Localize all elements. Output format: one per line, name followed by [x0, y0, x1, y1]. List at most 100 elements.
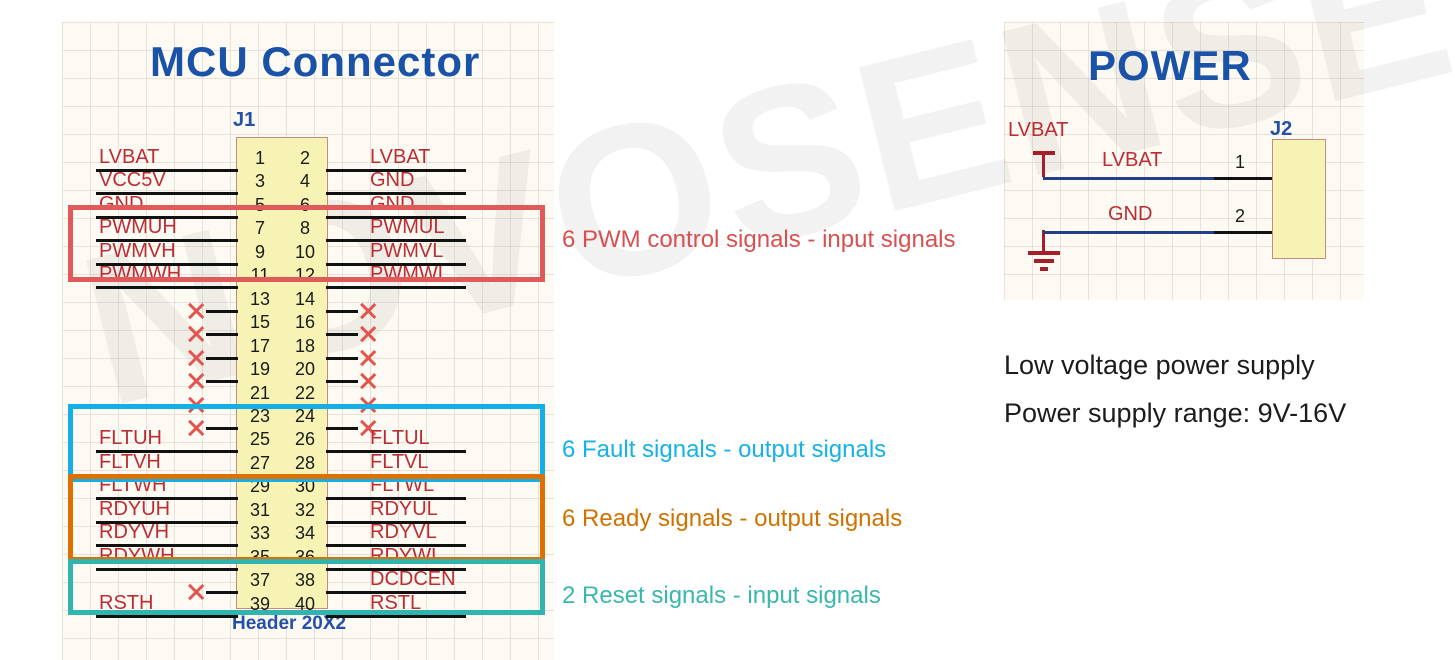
wire-right-34 [326, 544, 466, 548]
pin-number-13: 13 [249, 288, 271, 309]
pin-number-8: 8 [299, 218, 310, 239]
wire-nc-left-13 [206, 309, 238, 313]
pin-number-27: 27 [249, 452, 271, 473]
net-label-rdyul-32: RDYUL [370, 497, 438, 520]
wire-right-10 [326, 262, 466, 266]
wire-left-5 [96, 215, 238, 219]
wire-right-38 [326, 591, 466, 595]
pin-number-6: 6 [299, 194, 310, 215]
note-low-voltage: Low voltage power supply [1004, 350, 1315, 380]
net-label-rdyuh: RDYUH [99, 497, 171, 520]
wire-left-3 [96, 192, 238, 196]
wire-left-39 [96, 614, 238, 618]
net-label-rsth: RSTH [99, 591, 154, 614]
pin-number-10: 10 [294, 241, 316, 262]
pin-number-24: 24 [294, 405, 316, 426]
net-label-rstl-40: RSTL [370, 591, 422, 614]
wire-lvbat-pin [1214, 177, 1272, 180]
no-connect-icon-right-14 [358, 301, 378, 321]
mcu-connector-title: MCU Connector [150, 38, 481, 85]
pin-number-14: 14 [294, 288, 316, 309]
no-connect-icon-right-20 [358, 371, 378, 391]
part-name-j1: Header 20X2 [232, 613, 347, 634]
net-label-rdyvh: RDYVH [99, 521, 170, 544]
net-label-vcc5v: VCC5V [99, 169, 166, 192]
annotation-ready: 6 Ready signals - output signals [562, 505, 903, 532]
pin-number-9: 9 [254, 241, 265, 262]
pin-number-22: 22 [294, 382, 316, 403]
annotation-pwm: 6 PWM control signals - input signals [562, 226, 956, 253]
connector-body-j2 [1272, 139, 1326, 259]
pin-number-28: 28 [294, 452, 316, 473]
no-connect-icon-right-16 [358, 324, 378, 344]
pin-number-38: 38 [294, 570, 316, 591]
pin-number-23: 23 [249, 405, 271, 426]
annotation-fault: 6 Fault signals - output signals [562, 436, 887, 463]
wire-nc-right-20 [326, 380, 358, 384]
wire-right-6 [326, 215, 466, 219]
note-supply-range: Power supply range: 9V-16V [1004, 398, 1347, 428]
wire-right-32 [326, 520, 466, 524]
no-connect-icon-left-17 [186, 348, 206, 368]
highlight-box-ready [68, 474, 545, 562]
pin-number-j2-2: 2 [1234, 206, 1245, 226]
highlight-box-pwm [68, 205, 545, 282]
net-label-pwmuh: PWMUH [99, 216, 177, 239]
wire-right-12 [326, 286, 466, 290]
wire-right-26 [326, 450, 466, 454]
lvbat-port-label: LVBAT [1008, 119, 1069, 141]
wire-nc-left-23 [206, 426, 238, 430]
pin-number-4: 4 [299, 171, 310, 192]
lvbat-power-port-icon [1033, 145, 1055, 179]
wire-left-25 [96, 450, 238, 454]
no-connect-icon-right-18 [358, 348, 378, 368]
net-label-lvbat-2: LVBAT [370, 146, 431, 168]
wire-right-4 [326, 192, 466, 196]
refdes-j2: J2 [1270, 118, 1293, 140]
pin-number-19: 19 [249, 359, 271, 380]
net-label-gnd: GND [1108, 203, 1153, 225]
wire-nc-right-24 [326, 426, 358, 430]
pin-number-3: 3 [254, 171, 265, 192]
pin-number-18: 18 [294, 335, 316, 356]
no-connect-icon-left-13 [186, 301, 206, 321]
wire-left-11 [96, 286, 238, 290]
wire-left-33 [96, 544, 238, 548]
wire-nc-right-14 [326, 309, 358, 313]
highlight-box-fault [68, 404, 545, 482]
net-label-lvbat: LVBAT [1102, 149, 1163, 171]
pin-number-21: 21 [249, 382, 271, 403]
wire-left-31 [96, 520, 238, 524]
pin-number-j2-1: 1 [1234, 152, 1245, 172]
wire-nc-left-19 [206, 380, 238, 384]
wire-right-40 [326, 614, 466, 618]
pin-number-20: 20 [294, 359, 316, 380]
pin-number-32: 32 [294, 499, 316, 520]
wire-nc-left-15 [206, 333, 238, 337]
pin-number-33: 33 [249, 523, 271, 544]
pin-number-34: 34 [294, 523, 316, 544]
pin-number-25: 25 [249, 429, 271, 450]
net-label-fltuh: FLTUH [99, 427, 162, 450]
net-label-pwmvl-10: PWMVL [370, 239, 444, 262]
net-label-fltul-26: FLTUL [370, 427, 430, 450]
pin-number-17: 17 [249, 335, 271, 356]
pin-number-37: 37 [249, 570, 271, 591]
wire-left-35 [96, 567, 238, 571]
net-label-pwmul-8: PWMUL [370, 216, 445, 239]
no-connect-icon-left-15 [186, 324, 206, 344]
pin-number-5: 5 [254, 194, 265, 215]
pin-number-39: 39 [249, 593, 271, 614]
pin-number-31: 31 [249, 499, 271, 520]
wire-right-36 [326, 567, 466, 571]
wire-right-8 [326, 239, 466, 243]
wire-right-30 [326, 497, 466, 501]
pin-number-1: 1 [254, 148, 265, 168]
wire-gnd-pin [1214, 231, 1272, 234]
wire-left-7 [96, 239, 238, 243]
refdes-j1: J1 [233, 109, 256, 131]
pin-number-7: 7 [254, 218, 265, 239]
pin-number-16: 16 [294, 312, 316, 333]
wire-lvbat-blue [1043, 177, 1214, 180]
